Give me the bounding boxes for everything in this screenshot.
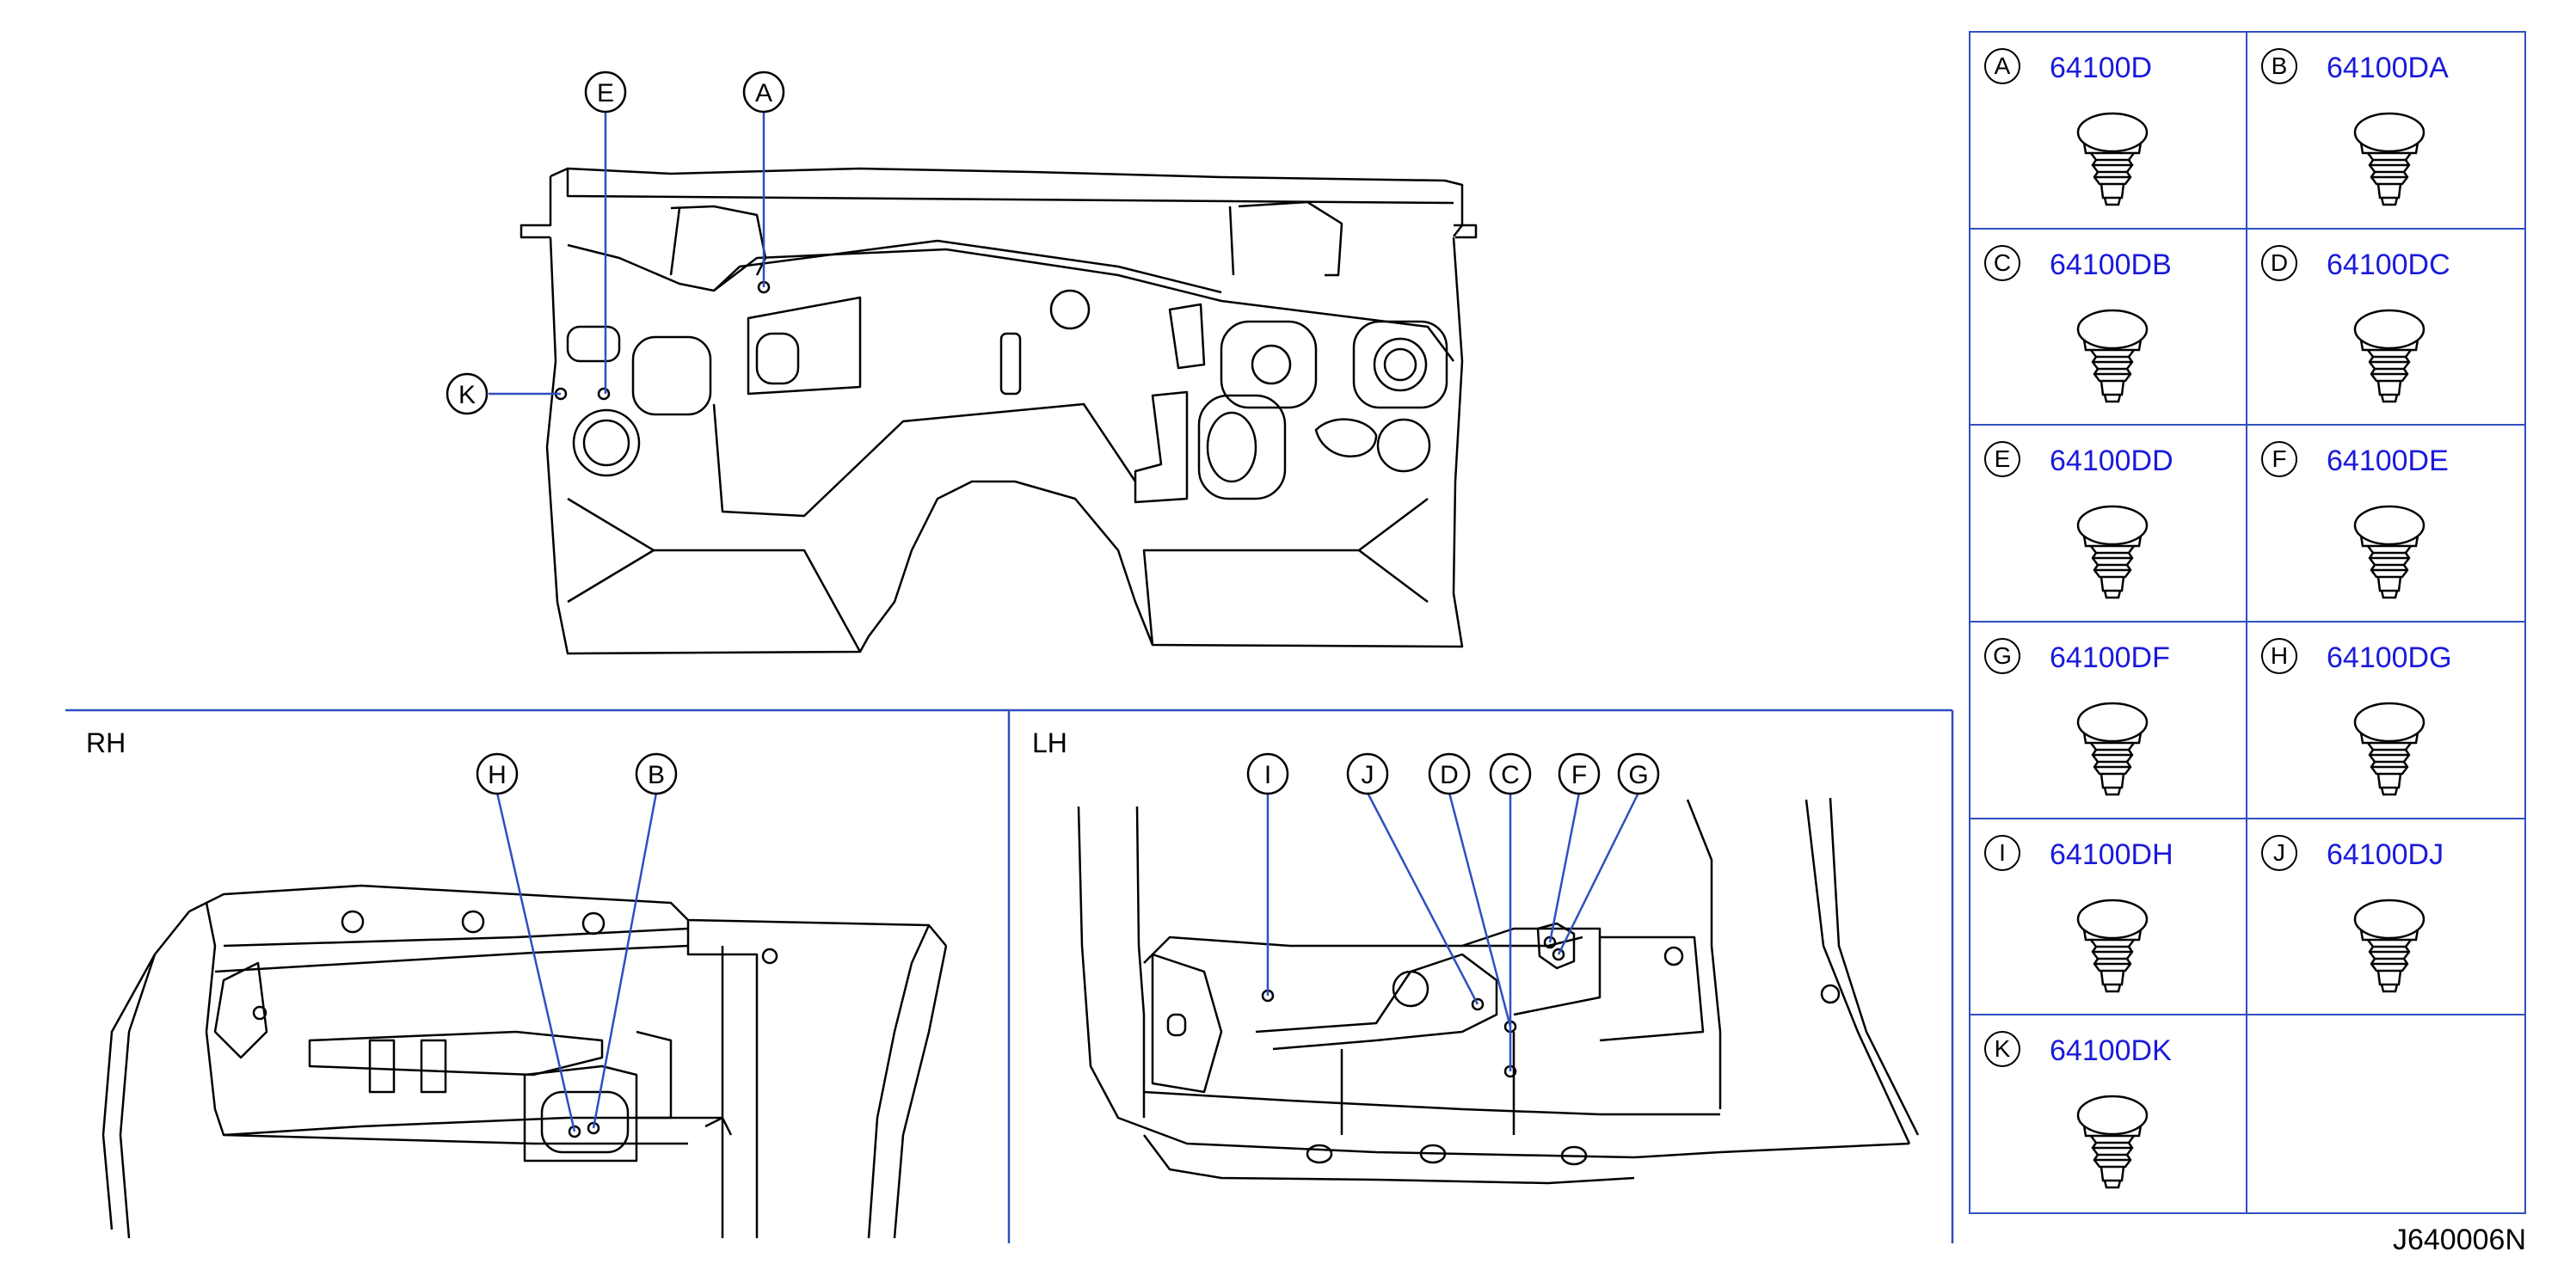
callout-K-label: K — [458, 381, 476, 409]
part-letter-badge: E — [1984, 441, 2020, 478]
part-cell-d: D 64100DC — [2247, 230, 2524, 426]
part-number: 64100DA — [2327, 52, 2449, 84]
callout-G-label: G — [1628, 761, 1648, 789]
part-letter-badge: A — [1984, 48, 2020, 84]
part-number: 64100D — [2050, 52, 2153, 84]
clip-icon — [2351, 895, 2428, 1003]
callout-K — [446, 372, 489, 415]
main-callout-leaders — [489, 110, 765, 396]
part-cell-k: K 64100DK — [1970, 1015, 2247, 1212]
section-dividers — [65, 709, 1954, 1243]
callout-D — [1428, 752, 1471, 795]
part-cell-j: J 64100DJ — [2247, 819, 2524, 1016]
callout-E-label: E — [597, 79, 614, 107]
part-cell-empty — [2247, 1015, 2524, 1212]
part-number: 64100DD — [2050, 445, 2173, 478]
lh-callout-leaders — [1266, 792, 1640, 1071]
lh-callouts — [1246, 752, 1660, 795]
part-number: 64100DK — [2050, 1034, 2172, 1068]
main-callouts — [446, 71, 785, 415]
part-letter-badge: K — [1984, 1031, 2020, 1068]
rh-callouts — [476, 752, 678, 795]
part-number: 64100DF — [2050, 641, 2170, 674]
callout-E — [584, 71, 627, 113]
callout-C-label: C — [1501, 761, 1520, 789]
callout-I — [1246, 752, 1289, 795]
part-letter-badge: H — [2261, 638, 2297, 674]
callout-J — [1346, 752, 1389, 795]
callout-A-label: A — [755, 79, 772, 107]
callout-B-label: B — [648, 761, 665, 789]
clip-icon — [2351, 108, 2428, 216]
part-cell-i: I 64100DH — [1970, 819, 2247, 1016]
part-cell-b: B 64100DA — [2247, 33, 2524, 230]
callout-F — [1558, 752, 1601, 795]
part-letter-badge: G — [1984, 638, 2020, 674]
rh-illustration — [101, 884, 948, 1239]
rh-callout-leaders — [495, 792, 658, 1132]
callout-D-label: D — [1440, 761, 1459, 789]
lh-illustration — [1077, 797, 1920, 1185]
clip-icon — [2074, 305, 2151, 413]
callout-J-label: J — [1362, 761, 1374, 789]
part-number: 64100DE — [2327, 445, 2449, 478]
callout-B — [635, 752, 678, 795]
callout-H-label: H — [488, 761, 507, 789]
part-number: 64100DG — [2327, 641, 2452, 674]
clip-icon — [2074, 501, 2151, 609]
part-letter-badge: B — [2261, 48, 2297, 84]
part-letter-badge: J — [2261, 834, 2297, 871]
callout-G — [1617, 752, 1660, 795]
part-cell-h: H 64100DG — [2247, 623, 2524, 819]
clip-icon — [2074, 698, 2151, 806]
clip-icon — [2074, 895, 2151, 1003]
part-number: 64100DB — [2050, 248, 2172, 281]
part-letter-badge: I — [1984, 834, 2020, 871]
part-letter-badge: D — [2261, 244, 2297, 281]
callout-I-label: I — [1264, 761, 1271, 789]
callout-H — [476, 752, 519, 795]
dash-panel-illustration — [520, 167, 1478, 655]
clip-icon — [2074, 108, 2151, 216]
part-letter-badge: C — [1984, 244, 2020, 281]
part-cell-f: F 64100DE — [2247, 426, 2524, 623]
part-number: 64100DJ — [2327, 837, 2444, 871]
callout-F-label: F — [1571, 761, 1587, 789]
part-number: 64100DH — [2050, 837, 2173, 871]
part-cell-a: A 64100D — [1970, 33, 2247, 230]
clip-icon — [2074, 1091, 2151, 1199]
section-label-rh: RH — [86, 727, 126, 758]
part-cell-e: E 64100DD — [1970, 426, 2247, 623]
diagram-reference: J640006N — [2392, 1224, 2526, 1256]
part-cell-g: G 64100DF — [1970, 623, 2247, 819]
callout-A — [742, 71, 785, 113]
part-number: 64100DC — [2327, 248, 2450, 281]
part-cell-c: C 64100DB — [1970, 229, 2247, 426]
part-letter-badge: F — [2261, 441, 2297, 478]
clip-icon — [2351, 501, 2428, 609]
callout-C — [1489, 752, 1532, 795]
clip-icon — [2351, 698, 2428, 806]
clip-icon — [2351, 305, 2428, 413]
section-label-lh: LH — [1032, 727, 1067, 758]
